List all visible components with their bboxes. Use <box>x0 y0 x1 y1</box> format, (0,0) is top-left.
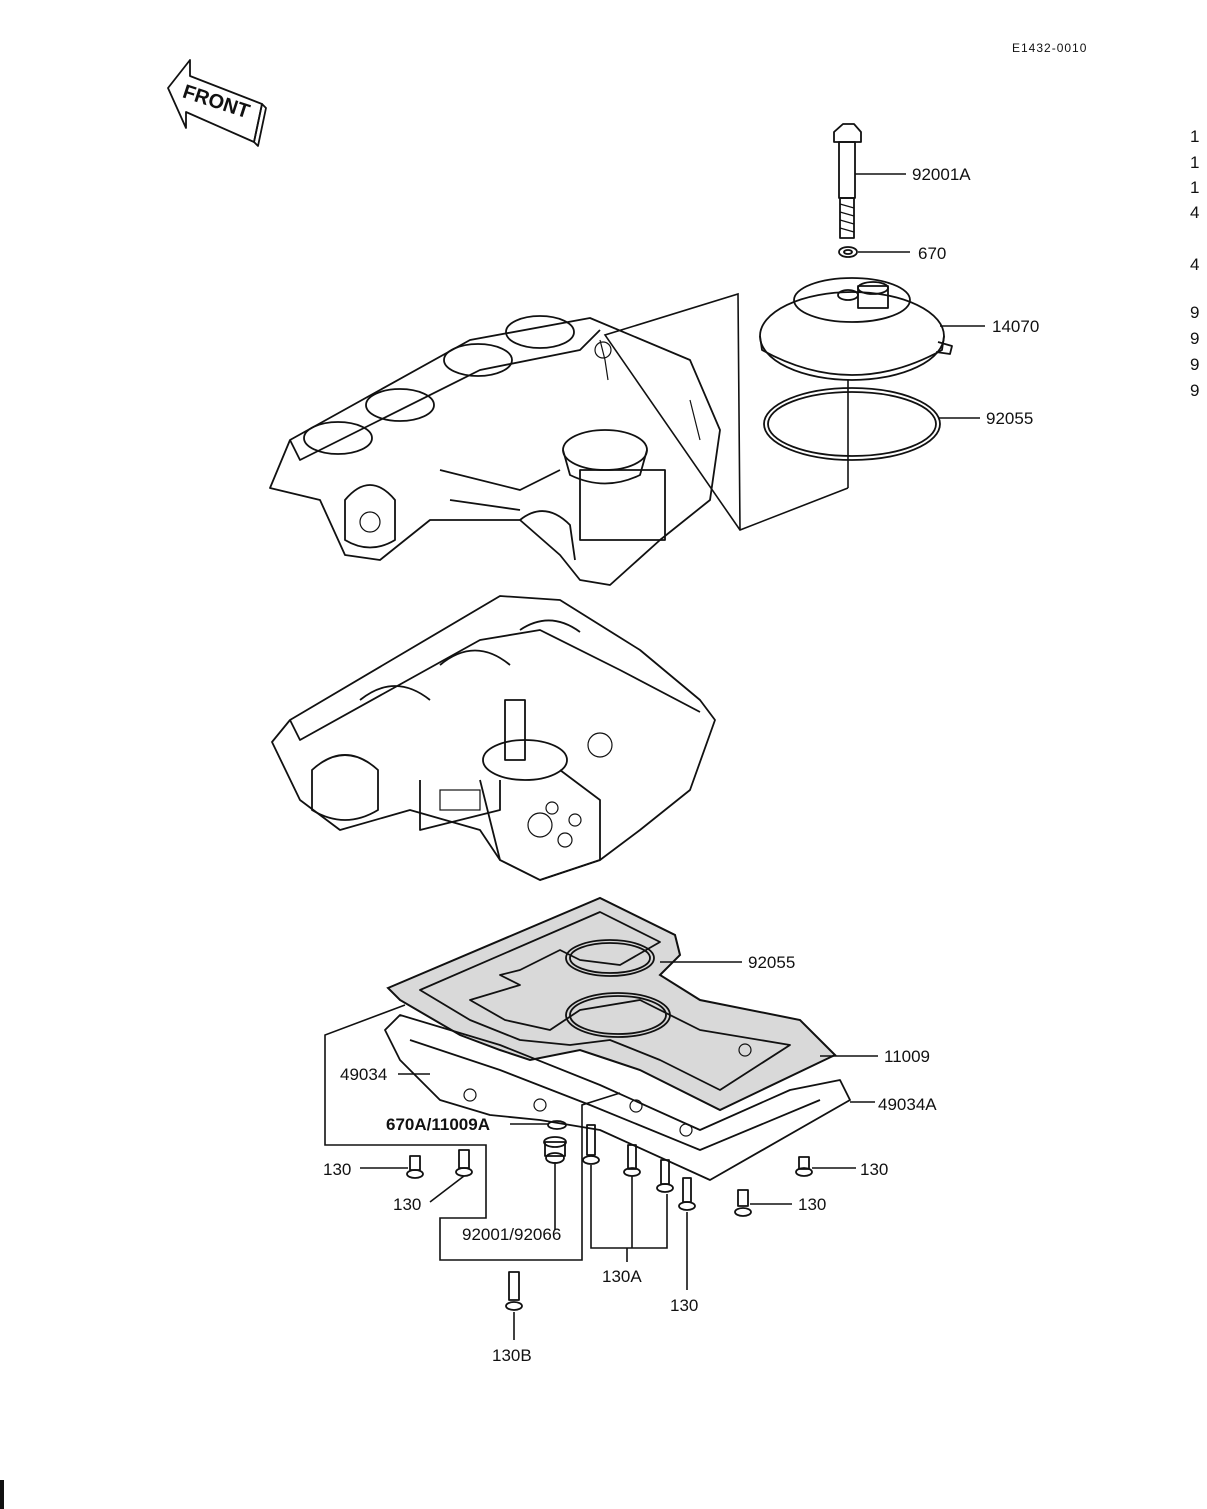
label-49034: 49034 <box>340 1065 387 1084</box>
cropped-ref: 9 <box>1190 381 1199 400</box>
cover-14070 <box>759 277 953 381</box>
label-130B: 130B <box>492 1346 532 1365</box>
label-670A-11009A: 670A/11009A <box>386 1115 490 1134</box>
label-130-a: 130 <box>323 1160 351 1179</box>
label-11009: 11009 <box>884 1047 930 1066</box>
label-92001A: 92001A <box>912 165 971 184</box>
label-130-d: 130 <box>798 1195 826 1214</box>
lower-crankcase <box>271 595 716 881</box>
cropped-ref: 9 <box>1190 329 1199 348</box>
bolt-130-icon <box>406 1155 424 1179</box>
bolt-92001A <box>833 123 862 239</box>
bolt-130B-icon <box>505 1271 523 1311</box>
drain-washer-670A <box>547 1120 567 1130</box>
bolt-130-icon <box>795 1156 813 1177</box>
bolt-130-icon <box>678 1177 696 1211</box>
bolt-130A-icon <box>582 1124 674 1193</box>
front-label: FRONT <box>180 81 252 123</box>
label-130-b: 130 <box>393 1195 421 1214</box>
label-92055-top: 92055 <box>986 409 1033 428</box>
washer-670 <box>838 246 858 258</box>
cropped-ref: 4 <box>1190 203 1199 222</box>
page-edge-mark <box>0 1480 4 1509</box>
bolt-130-icon <box>734 1189 752 1217</box>
front-arrow-icon: FRONT <box>167 59 267 147</box>
upper-crankcase <box>269 315 721 586</box>
label-130-e: 130 <box>670 1296 698 1315</box>
diagram-code: E1432-0010 <box>1012 41 1087 55</box>
label-14070: 14070 <box>992 317 1039 336</box>
bolt-130-icon <box>455 1149 473 1177</box>
cropped-ref: 1 <box>1190 178 1199 197</box>
label-130-c: 130 <box>860 1160 888 1179</box>
cropped-ref: 1 <box>1190 153 1199 172</box>
label-92001-92066: 92001/92066 <box>462 1225 561 1244</box>
cropped-ref: 1 <box>1190 127 1199 146</box>
drain-plug-92001 <box>543 1136 567 1164</box>
label-49034A: 49034A <box>878 1095 937 1114</box>
label-130A: 130A <box>602 1267 642 1286</box>
cropped-reference-column: 1 1 1 4 4 9 9 9 9 <box>1190 127 1199 400</box>
oring-92055-top <box>763 387 941 461</box>
cropped-ref: 9 <box>1190 355 1199 374</box>
oil-pan-49034 <box>384 1014 851 1181</box>
label-670: 670 <box>918 244 946 263</box>
cropped-ref: 9 <box>1190 303 1199 322</box>
oring-92055-lower <box>565 939 671 1038</box>
gasket-11009 <box>386 896 837 1112</box>
cropped-ref: 4 <box>1190 255 1199 274</box>
label-92055-mid: 92055 <box>748 953 795 972</box>
